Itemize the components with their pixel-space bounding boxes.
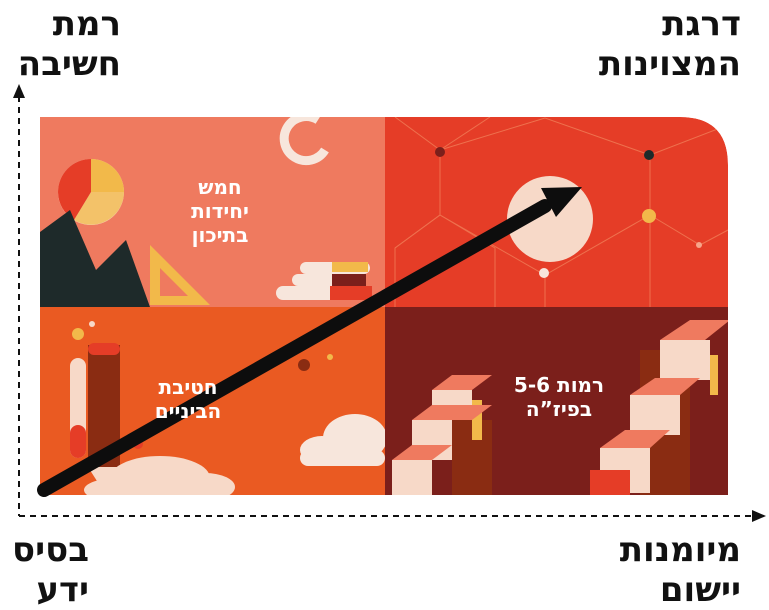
up-arrow-icon — [13, 84, 25, 98]
network-node-icon — [539, 268, 549, 278]
quadrant-label-line: רמות 5-6 — [494, 373, 624, 397]
dot-icon — [72, 328, 84, 340]
network-node-icon — [435, 147, 445, 157]
quadrant-label-line: חטיבת — [128, 375, 248, 399]
dot-icon — [89, 321, 95, 327]
quadrant-label-line: בפיז”ה — [494, 397, 624, 421]
quadrant-label-line: הביניים — [128, 399, 248, 423]
quadrant-label-bottom-left: חטיבת הביניים — [128, 375, 248, 423]
dot-icon — [298, 359, 310, 371]
network-node-icon — [696, 242, 702, 248]
dot-icon — [327, 354, 333, 360]
quadrant-label-top-left: חמש יחידות בתיכון — [160, 175, 280, 247]
horizontal-axis — [19, 510, 766, 522]
network-node-icon — [642, 209, 656, 223]
vertical-axis — [13, 84, 25, 516]
right-arrow-icon — [752, 510, 766, 522]
quadrant-label-line: חמש — [160, 175, 280, 199]
network-node-icon — [644, 150, 654, 160]
quadrant-label-line: בתיכון — [160, 223, 280, 247]
quadrant-label-bottom-right: רמות 5-6 בפיז”ה — [494, 373, 624, 421]
quadrant-label-line: יחידות — [160, 199, 280, 223]
